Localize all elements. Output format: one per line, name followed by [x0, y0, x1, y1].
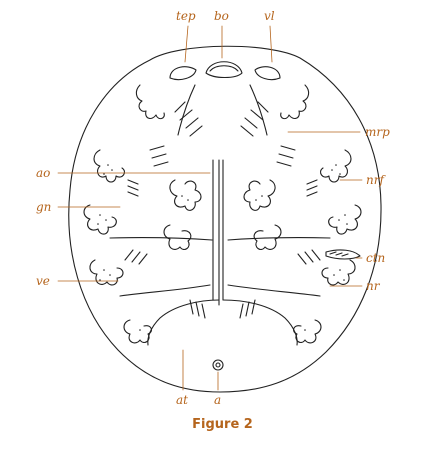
oral-opening — [205, 61, 243, 79]
label-ve: ve — [36, 274, 50, 288]
label-mrp: mrp — [365, 125, 390, 139]
label-nr: nr — [366, 279, 380, 293]
label-ao: ao — [36, 166, 51, 180]
label-a: a — [214, 393, 222, 407]
label-at: at — [176, 393, 188, 407]
figure-caption: Figure 2 — [192, 417, 253, 432]
right-lobe — [254, 66, 281, 81]
label-bo: bo — [214, 9, 229, 23]
label-tep: tep — [176, 9, 196, 23]
label-vl: vl — [264, 9, 275, 23]
label-gn: gn — [36, 200, 52, 214]
label-ctn: ctn — [366, 251, 386, 265]
body-outline — [68, 45, 382, 393]
left-lobe — [169, 66, 197, 81]
label-nrf: nrf — [366, 173, 384, 187]
